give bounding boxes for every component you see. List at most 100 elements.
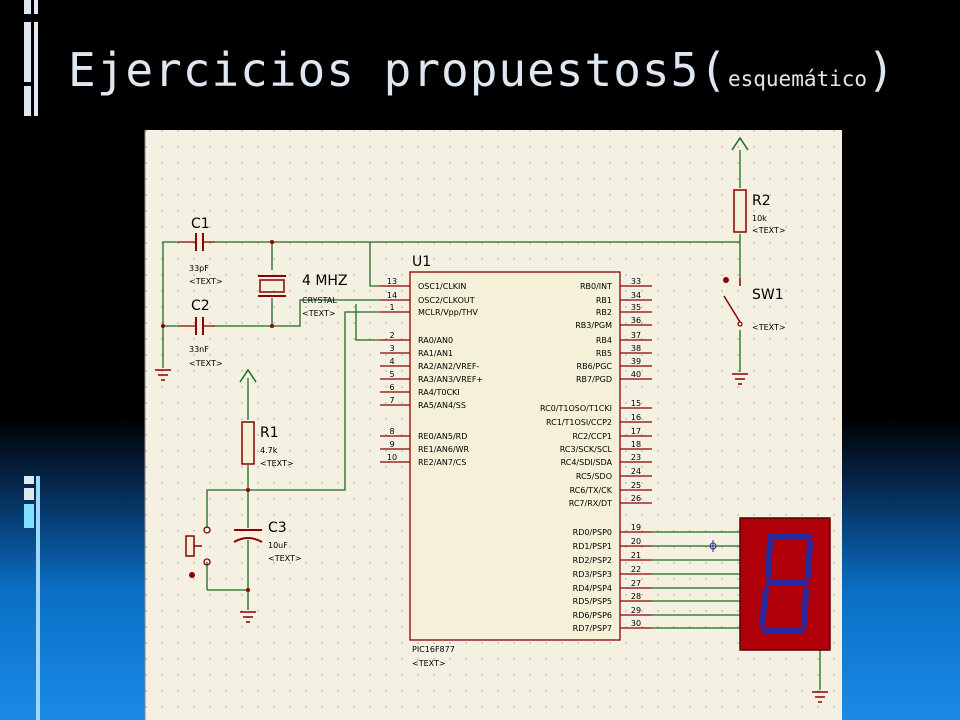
pin-label: OSC2/CLKOUT	[418, 296, 475, 305]
crystal-x1: 4 MHZ CRYSTAL <TEXT>	[258, 273, 348, 318]
crystal-text: <TEXT>	[302, 309, 336, 318]
ground-symbols	[155, 369, 828, 703]
c1-text: <TEXT>	[189, 277, 223, 286]
slide-title: Ejercicios propuestos5(esquemático)	[68, 40, 896, 109]
pin-label: OSC1/CLKIN	[418, 282, 466, 291]
c2-ref: C2	[191, 298, 210, 314]
pin-label: RD2/PSP2	[573, 556, 612, 565]
pin-label: MCLR/Vpp/THV	[418, 308, 478, 317]
pin-number: 39	[631, 357, 641, 366]
pin-number: 18	[631, 440, 641, 449]
r2-value: 10k	[752, 214, 767, 223]
pin-label: RA5/AN4/SS	[418, 401, 466, 410]
pin-number: 40	[631, 370, 641, 379]
title-main: Ejercicios propuestos5(	[68, 43, 728, 97]
probe-marker-icon	[709, 540, 717, 552]
pin-number: 14	[387, 291, 397, 300]
crystal-value: CRYSTAL	[302, 296, 337, 305]
pin-label: RB4	[596, 336, 612, 345]
pin-number: 15	[631, 399, 641, 408]
pin-number: 23	[631, 453, 641, 462]
pin-number: 13	[387, 277, 397, 286]
pin-label: RD0/PSP0	[573, 528, 612, 537]
pin-number: 4	[389, 357, 394, 366]
pin-number: 25	[631, 481, 641, 490]
resistor-r2: R2 10k <TEXT>	[733, 189, 786, 235]
junctions	[161, 240, 274, 592]
display-digit-8	[759, 533, 813, 633]
pin-number: 26	[631, 494, 641, 503]
title-subtitle: esquemático	[727, 67, 868, 91]
r1-text: <TEXT>	[260, 459, 294, 468]
pin-label: RC4/SDI/SDA	[561, 458, 613, 467]
mcu-part: PIC16F877	[412, 645, 455, 654]
power-arrows	[239, 136, 749, 383]
mcu-text: <TEXT>	[412, 659, 446, 668]
pin-number: 34	[631, 291, 641, 300]
reset-button	[185, 526, 211, 578]
decorative-bars	[24, 0, 40, 720]
c3-text: <TEXT>	[268, 554, 302, 563]
pin-label: RB7/PGD	[576, 375, 612, 384]
pin-label: RC5/SDO	[576, 472, 612, 481]
pin-number: 38	[631, 344, 641, 353]
c3-ref: C3	[268, 520, 287, 536]
mcu-u1: U1 PIC16F877 <TEXT> 13OSC1/CLKIN14OSC2/C…	[380, 254, 740, 668]
pin-label: RA3/AN3/VREF+	[418, 375, 483, 384]
pin-label: RC1/T1OSI/CCP2	[546, 418, 612, 427]
pin-label: RC2/CCP1	[572, 432, 612, 441]
pin-number: 6	[389, 383, 394, 392]
r2-text: <TEXT>	[752, 226, 786, 235]
c2-value: 33nF	[189, 345, 209, 354]
pin-number: 8	[389, 427, 394, 436]
pin-label: RE0/AN5/RD	[418, 432, 467, 441]
pin-number: 20	[631, 537, 641, 546]
r1-value: 4.7k	[260, 446, 278, 455]
pin-number: 30	[631, 619, 641, 628]
crystal-freq: 4 MHZ	[302, 273, 348, 289]
c1-value: 33pF	[189, 264, 209, 273]
pin-label: RC3/SCK/SCL	[560, 445, 613, 454]
pin-label: RA2/AN2/VREF-	[418, 362, 479, 371]
pin-label: RC0/T1OSO/T1CKI	[540, 404, 612, 413]
pin-number: 37	[631, 331, 641, 340]
pin-label: RE2/AN7/CS	[418, 458, 466, 467]
resistor-r1: R1 4.7k <TEXT>	[241, 421, 294, 468]
pin-number: 9	[389, 440, 394, 449]
pin-number: 21	[631, 551, 641, 560]
pin-number: 22	[631, 565, 641, 574]
sw1-ref: SW1	[752, 287, 784, 303]
pin-label: RC6/TX/CK	[570, 486, 613, 495]
c2-text: <TEXT>	[189, 359, 223, 368]
pin-number: 5	[389, 370, 394, 379]
pin-number: 3	[389, 344, 394, 353]
pin-number: 33	[631, 277, 641, 286]
pin-label: RD3/PSP3	[573, 570, 612, 579]
pin-number: 27	[631, 579, 641, 588]
mcu-ref: U1	[412, 254, 431, 270]
pin-label: RA1/AN1	[418, 349, 453, 358]
pin-number: 1	[389, 303, 394, 312]
pin-label: RD6/PSP6	[573, 611, 612, 620]
pin-label: RD7/PSP7	[573, 624, 612, 633]
